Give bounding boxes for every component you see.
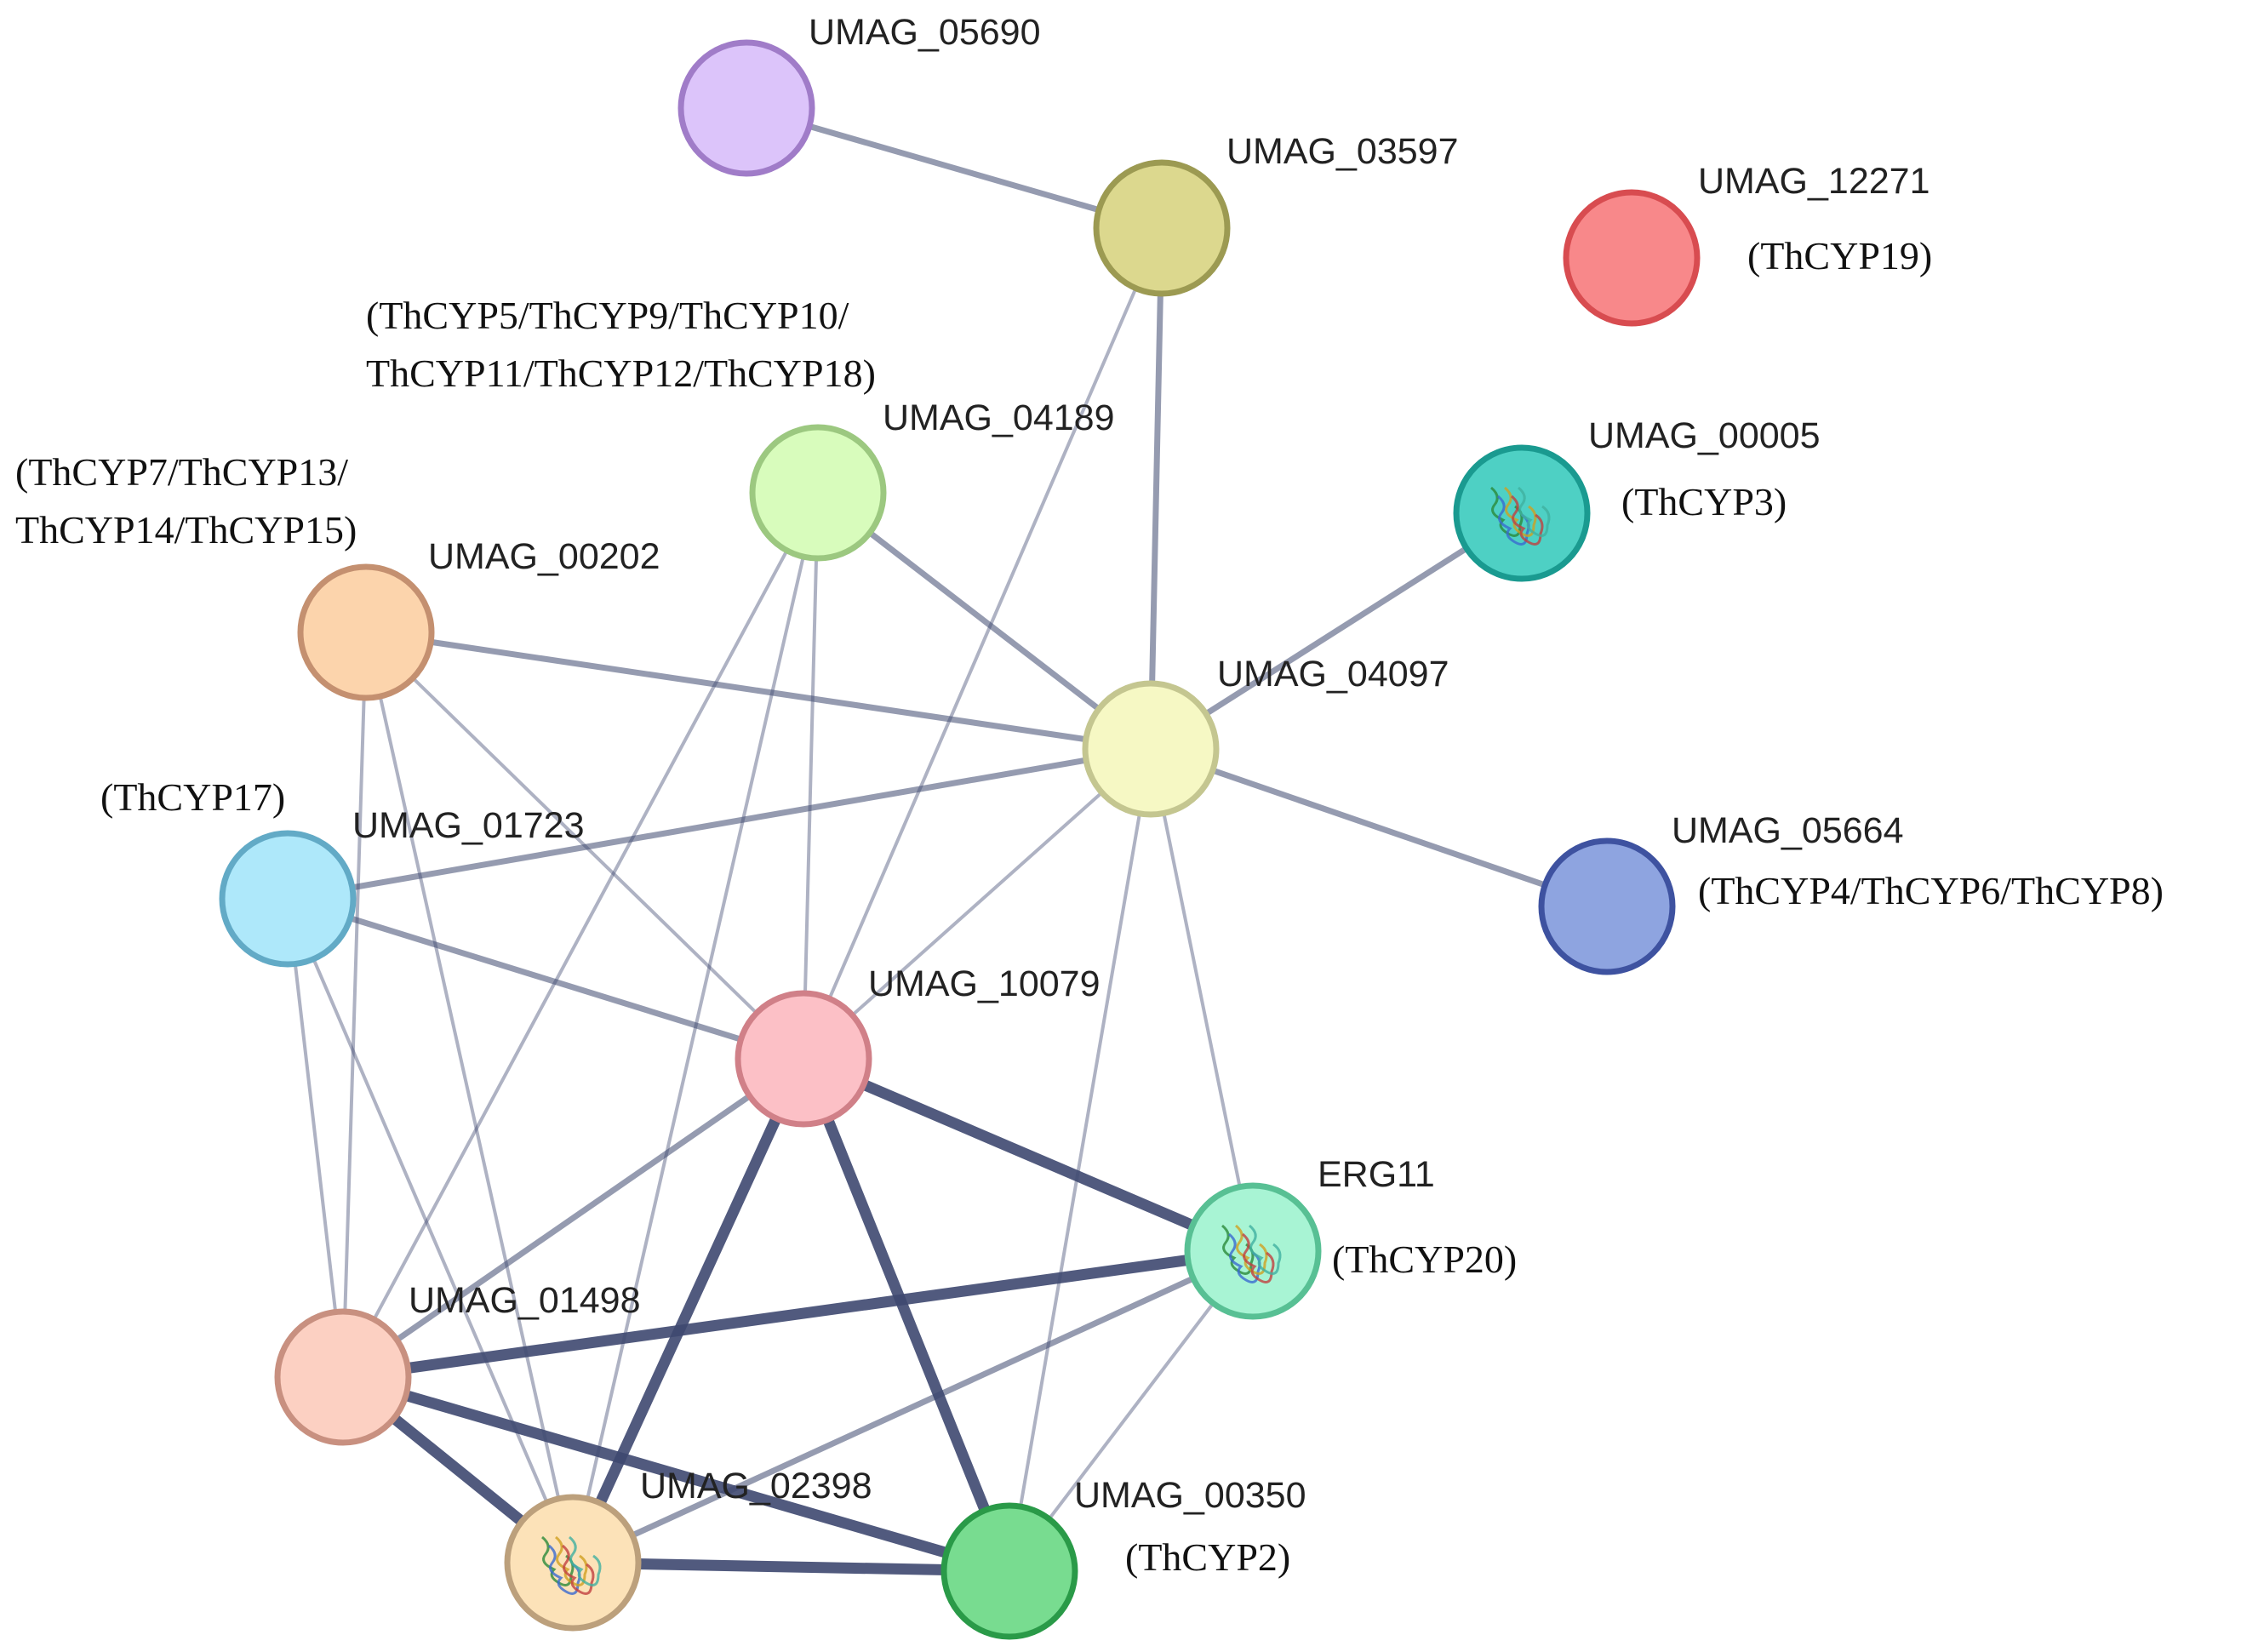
node-umag-01498[interactable] bbox=[274, 1308, 412, 1446]
edge-erg11-umag_02398 bbox=[569, 1248, 1256, 1566]
edge-umag_03597-umag_04097 bbox=[1147, 225, 1165, 752]
alias-label-umag-05664: (ThCYP4/ThCYP6/ThCYP8) bbox=[1698, 869, 2164, 912]
edge-umag_01723-umag_02398 bbox=[286, 897, 575, 1564]
node-circle-umag-12271[interactable] bbox=[1563, 189, 1701, 327]
structure-strand bbox=[1242, 1232, 1275, 1283]
node-umag-01723[interactable] bbox=[219, 830, 357, 968]
alias-label-umag-00202: (ThCYP7/ThCYP13/ bbox=[15, 450, 348, 494]
gene-label-umag-12271: UMAG_12271 bbox=[1698, 161, 1930, 202]
edge-umag_01723-umag_04097 bbox=[284, 746, 1154, 902]
structure-strand bbox=[1235, 1224, 1268, 1275]
alias-label-umag-04189: ThCYP11/ThCYP12/ThCYP18) bbox=[366, 352, 876, 395]
edge-umag_10079-umag_00350 bbox=[798, 1053, 1015, 1577]
gene-label-umag-03597: UMAG_03597 bbox=[1226, 131, 1459, 172]
structure-strand bbox=[548, 1544, 581, 1595]
structure-strand bbox=[1228, 1232, 1261, 1283]
alias-label-erg11: (ThCYP20) bbox=[1332, 1238, 1517, 1281]
edge-umag_01723-umag_01498 bbox=[286, 897, 345, 1379]
node-umag-04189[interactable] bbox=[749, 424, 887, 562]
edge-umag_04189-umag_01498 bbox=[341, 491, 820, 1379]
edge-umag_04097-umag_00350 bbox=[1008, 747, 1152, 1573]
edge-umag_04097-erg11 bbox=[1149, 747, 1255, 1253]
node-umag-05690[interactable] bbox=[677, 39, 815, 177]
node-circle-umag-00202[interactable] bbox=[297, 563, 435, 701]
node-umag-04097[interactable] bbox=[1082, 680, 1220, 818]
structure-strand bbox=[1497, 494, 1530, 546]
alias-label-umag-00350: (ThCYP2) bbox=[1125, 1535, 1290, 1579]
edge-umag_04097-umag_10079 bbox=[802, 747, 1152, 1060]
structure-strand bbox=[1221, 1224, 1255, 1275]
gene-label-umag-05690: UMAG_05690 bbox=[809, 12, 1041, 53]
edge-umag_05690-umag_03597 bbox=[743, 105, 1165, 232]
edge-umag_04189-umag_10079 bbox=[802, 491, 820, 1060]
structure-strand bbox=[569, 1535, 602, 1586]
edge-umag_00202-umag_01498 bbox=[341, 631, 368, 1379]
protein-structure-icon bbox=[541, 1535, 602, 1595]
alias-label-umag-01723: (ThCYP17) bbox=[100, 775, 285, 819]
node-circle-umag-01723[interactable] bbox=[219, 830, 357, 968]
gene-label-umag-01723: UMAG_01723 bbox=[352, 805, 585, 846]
node-umag-03597[interactable] bbox=[1093, 159, 1231, 297]
gene-label-erg11: ERG11 bbox=[1318, 1154, 1435, 1195]
structure-strand bbox=[1490, 486, 1524, 537]
gene-label-umag-05664: UMAG_05664 bbox=[1672, 810, 1904, 851]
node-circle-umag-05690[interactable] bbox=[677, 39, 815, 177]
edge-umag_04189-umag_04097 bbox=[815, 489, 1154, 752]
alias-label-umag-00202: ThCYP14/ThCYP15) bbox=[15, 508, 357, 552]
gene-label-umag-02398: UMAG_02398 bbox=[640, 1466, 872, 1506]
node-umag-05664[interactable] bbox=[1538, 837, 1676, 975]
node-umag-12271[interactable] bbox=[1563, 189, 1701, 327]
edge-umag_01723-umag_10079 bbox=[284, 895, 807, 1062]
protein-structure-icon bbox=[1490, 486, 1551, 546]
nodes-layer bbox=[219, 39, 1701, 1640]
alias-label-umag-04189: (ThCYP5/ThCYP9/ThCYP10/ bbox=[366, 294, 849, 337]
gene-label-umag-00202: UMAG_00202 bbox=[428, 536, 660, 577]
edge-umag_02398-umag_00350 bbox=[567, 1557, 1015, 1577]
node-umag-10079[interactable] bbox=[735, 990, 872, 1128]
edge-umag_01498-umag_00350 bbox=[337, 1371, 1015, 1577]
edge-umag_00005-umag_04097 bbox=[1147, 510, 1525, 752]
alias-label-umag-00005: (ThCYP3) bbox=[1621, 480, 1787, 523]
gene-label-umag-00005: UMAG_00005 bbox=[1588, 415, 1821, 456]
node-umag-00350[interactable] bbox=[940, 1502, 1078, 1640]
edge-umag_10079-umag_02398 bbox=[567, 1053, 809, 1569]
edge-umag_03597-umag_10079 bbox=[802, 226, 1163, 1060]
structure-strand bbox=[1511, 494, 1544, 546]
edge-umag_10079-erg11 bbox=[798, 1053, 1259, 1257]
structure-strand bbox=[1518, 486, 1551, 537]
node-circle-umag-05664[interactable] bbox=[1538, 837, 1676, 975]
structure-strand bbox=[1249, 1224, 1282, 1275]
protein-structure-icon bbox=[1221, 1224, 1282, 1283]
node-circle-umag-04097[interactable] bbox=[1082, 680, 1220, 818]
node-circle-umag-10079[interactable] bbox=[735, 990, 872, 1128]
gene-label-umag-01498: UMAG_01498 bbox=[409, 1280, 641, 1321]
gene-label-umag-10079: UMAG_10079 bbox=[868, 963, 1101, 1004]
edge-umag_10079-umag_01498 bbox=[340, 1055, 807, 1380]
node-circle-umag-03597[interactable] bbox=[1093, 159, 1231, 297]
edges-layer bbox=[284, 105, 1610, 1577]
node-erg11[interactable] bbox=[1184, 1182, 1322, 1320]
edge-umag_00202-umag_04097 bbox=[363, 629, 1154, 752]
structure-strand bbox=[562, 1544, 595, 1595]
node-umag-00005[interactable] bbox=[1453, 444, 1591, 582]
node-circle-umag-04189[interactable] bbox=[749, 424, 887, 562]
gene-label-umag-00350: UMAG_00350 bbox=[1074, 1475, 1306, 1516]
node-circle-umag-01498[interactable] bbox=[274, 1308, 412, 1446]
structure-strand bbox=[541, 1535, 575, 1586]
alias-label-umag-12271: (ThCYP19) bbox=[1747, 234, 1932, 277]
gene-label-umag-04097: UMAG_04097 bbox=[1217, 654, 1449, 695]
edge-umag_00202-umag_02398 bbox=[364, 631, 575, 1564]
node-circle-umag-00350[interactable] bbox=[940, 1502, 1078, 1640]
edge-erg11-umag_01498 bbox=[337, 1245, 1259, 1383]
gene-label-umag-04189: UMAG_04189 bbox=[883, 397, 1115, 438]
structure-strand bbox=[1504, 486, 1537, 537]
structure-strand bbox=[555, 1535, 588, 1586]
edge-umag_04097-umag_05664 bbox=[1147, 746, 1610, 910]
node-umag-02398[interactable] bbox=[504, 1494, 642, 1632]
node-umag-00202[interactable] bbox=[297, 563, 435, 701]
